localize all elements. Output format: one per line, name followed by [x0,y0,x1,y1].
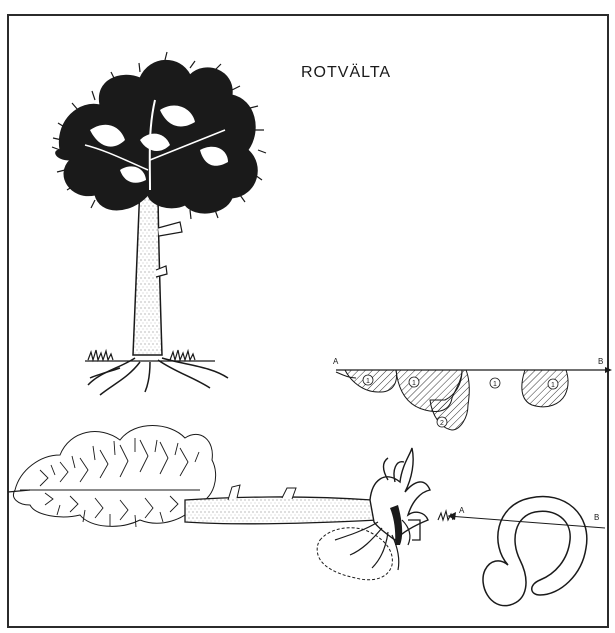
plan-horseshoe-outline [483,496,587,605]
plan-view: A B [438,496,605,605]
svg-text:1: 1 [493,381,497,388]
fallen-tree [8,426,430,580]
standing-tree-crown [56,60,258,213]
plan-start-label: A [459,506,465,515]
layer-marker: 2 [437,417,447,427]
svg-text:1: 1 [366,378,370,385]
layer-marker: 1 [363,375,373,385]
fallen-tree-trunk [185,497,378,524]
svg-text:1: 1 [551,382,555,389]
standing-tree-roots [88,358,228,395]
layer-marker: 1 [548,379,558,389]
layer-marker: 1 [409,377,419,387]
profile-end-label: B [598,357,603,366]
svg-text:1: 1 [412,380,416,387]
branch-stub [158,222,182,236]
profile-start-label: A [333,357,339,366]
plan-end-label: B [594,513,599,522]
diagram-title: ROTVÄLTA [301,64,391,82]
root-pit-outline [317,528,392,580]
standing-tree [52,52,266,395]
layer-marker: 1 [490,378,500,388]
svg-text:2: 2 [440,420,444,427]
soil-layer-4 [522,370,568,407]
pit-mound-profile: A B 1 1 2 1 1 [333,357,612,430]
